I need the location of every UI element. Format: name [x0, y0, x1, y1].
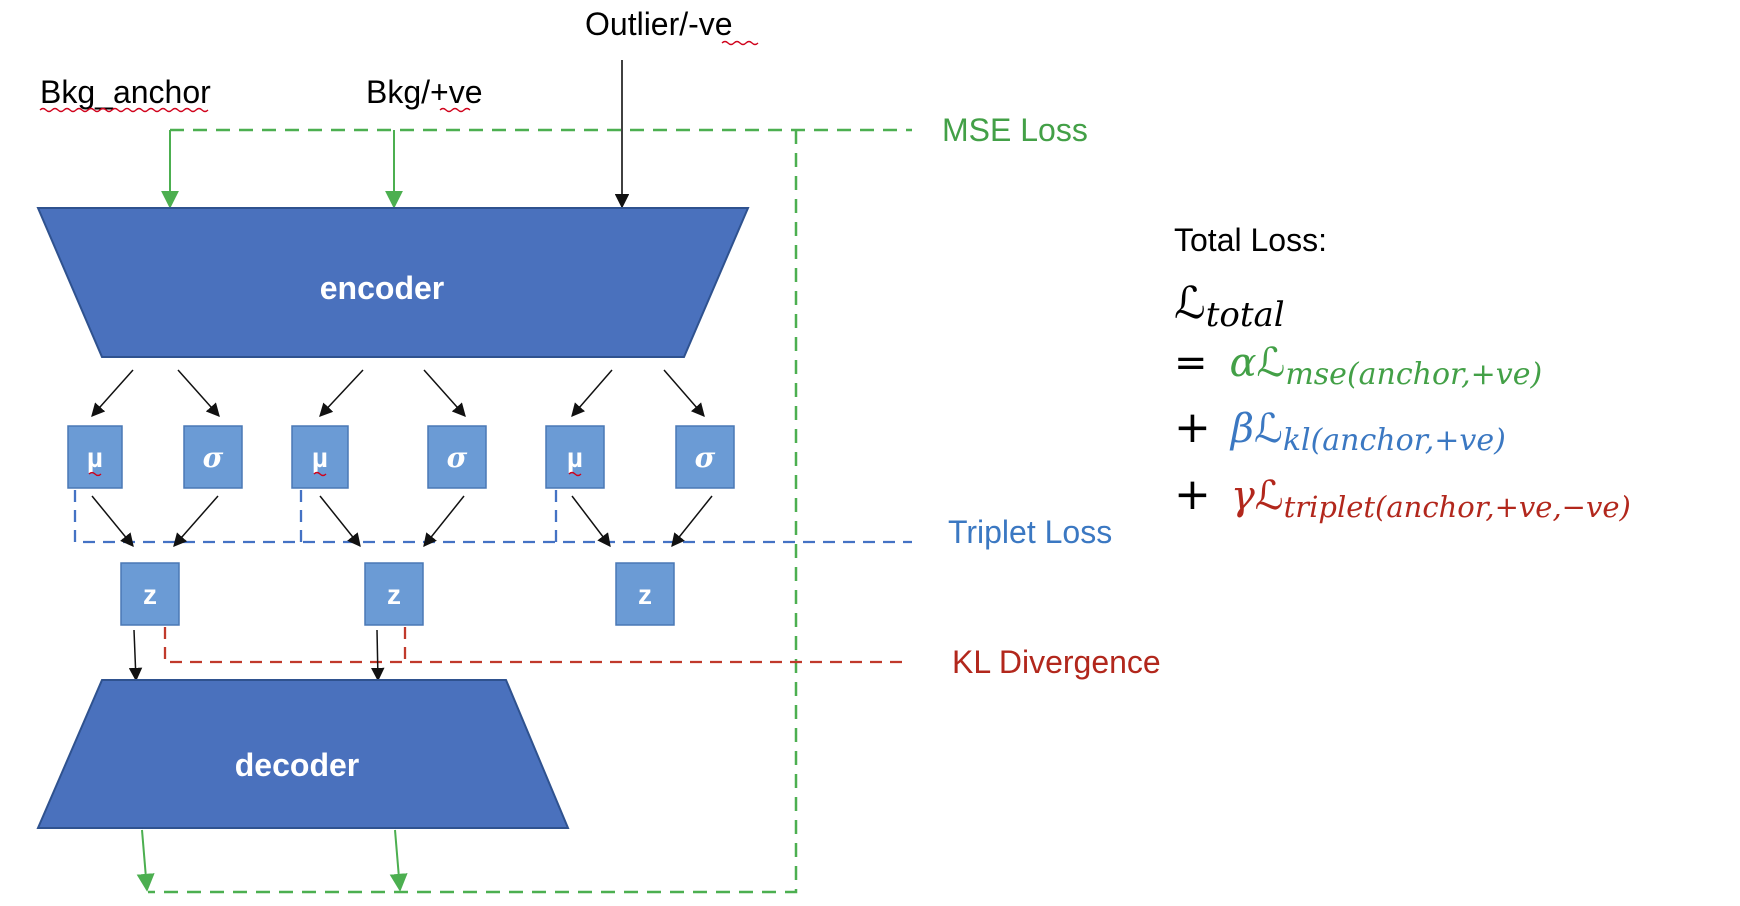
total-loss-formula: Total Loss: ℒtotal =αℒmse(anchor,+ve) +β… [1174, 222, 1631, 524]
loss-subscript: kl(anchor,+ve) [1283, 423, 1506, 458]
kl-loss-path [163, 627, 905, 664]
loss-term-mse: = αℒmse(anchor,+ve) [1174, 340, 1542, 392]
sigma-box [427, 425, 487, 489]
arrow-decoder-output-positive [389, 829, 408, 892]
sigma-box [183, 425, 243, 489]
input-label-positive: Bkg/+ve [366, 74, 483, 110]
loss-term-triplet: + γℒtriplet(anchor,+ve,−ve) [1174, 469, 1631, 524]
loss-symbol: ℒ [1174, 278, 1206, 329]
latent-group-anchor: µ σ z [67, 425, 243, 626]
loss-subscript: total [1206, 295, 1285, 335]
gamma-coef: γ [1231, 473, 1255, 519]
mu-box [545, 425, 605, 489]
total-loss-heading: Total Loss: [1174, 222, 1327, 258]
latent-group-positive: µ σ z [291, 425, 487, 626]
loss-symbol: ℒ [1254, 406, 1283, 452]
sigma-label: σ [447, 441, 468, 474]
mse-loss-label: MSE Loss [942, 112, 1088, 148]
mu-label: µ [567, 442, 583, 473]
arrow-decoder-output-anchor [136, 829, 155, 892]
z-box [120, 562, 180, 626]
input-label-anchor: Bkg_anchor [40, 74, 211, 110]
sigma-label: σ [203, 441, 224, 474]
encoder-block [36, 207, 750, 358]
mu-label: µ [87, 442, 103, 473]
spellcheck-underline [313, 471, 327, 477]
spellcheck-underline [88, 471, 102, 477]
spellcheck-underline [439, 107, 471, 113]
z-label: z [638, 579, 652, 610]
decoder-label: decoder [235, 747, 359, 783]
arrow-z-anchor-to-decoder [128, 629, 143, 682]
arrow-z-positive-to-decoder [371, 629, 385, 682]
beta-coef: β [1229, 406, 1254, 452]
mse-loss-path [148, 128, 912, 894]
z-box [615, 562, 675, 626]
triplet-loss-label: Triplet Loss [948, 514, 1112, 550]
z-label: z [143, 579, 157, 610]
z-box [364, 562, 424, 626]
total-loss-lhs: ℒtotal [1174, 278, 1285, 335]
alpha-coef: α [1230, 340, 1257, 386]
plus-sign: + [1174, 402, 1211, 453]
spellcheck-underline [721, 40, 759, 46]
loss-symbol: ℒ [1257, 340, 1286, 386]
sigma-label: σ [695, 441, 716, 474]
decoder-block [36, 679, 570, 829]
latent-group-outlier: µ σ z [545, 425, 735, 626]
encoder-label: encoder [320, 270, 444, 306]
kl-divergence-label: KL Divergence [952, 644, 1161, 680]
loss-subscript: mse(anchor,+ve) [1285, 357, 1542, 392]
input-label-outlier: Outlier/-ve [585, 6, 733, 42]
encoder-to-latent-arrows [91, 369, 705, 418]
mu-box [291, 425, 349, 489]
loss-subscript: triplet(anchor,+ve,−ve) [1284, 490, 1631, 524]
spellcheck-underline [39, 107, 209, 113]
mu-box [67, 425, 123, 489]
loss-symbol: ℒ [1255, 473, 1284, 519]
mu-label: µ [312, 442, 328, 473]
equals-sign: = [1174, 340, 1208, 386]
sigma-box [675, 425, 735, 489]
triplet-loss-path [73, 490, 912, 544]
spellcheck-underline [568, 471, 582, 477]
plus-sign: + [1174, 469, 1211, 520]
latent-to-z-arrows [91, 495, 713, 548]
z-label: z [387, 579, 401, 610]
loss-term-kl: + βℒkl(anchor,+ve) [1174, 402, 1506, 458]
